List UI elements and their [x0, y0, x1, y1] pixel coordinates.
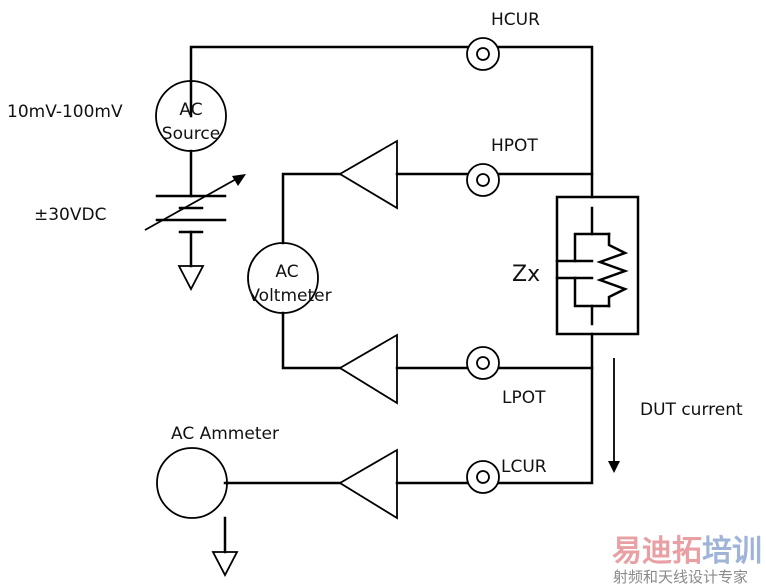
watermark: 易迪拓 培训 射频和天线设计专家	[612, 534, 762, 586]
hpot-buffer-amplifier-icon	[338, 139, 398, 210]
dc-bias-label: ±30VDC	[34, 205, 106, 225]
lcur-label: LCUR	[501, 457, 547, 477]
ground-icon	[177, 265, 205, 291]
source-range-label: 10mV-100mV	[7, 102, 123, 122]
hcur-connector-icon	[466, 37, 500, 71]
lpot-label: LPOT	[502, 388, 546, 408]
watermark-tagline: 射频和天线设计专家	[613, 568, 748, 586]
lpot-connector-icon	[466, 346, 500, 380]
dut-box	[555, 195, 640, 336]
watermark-brand-blue: 培训	[702, 534, 762, 569]
lpot-buffer-amplifier-icon	[338, 333, 398, 405]
variable-arrow-icon	[232, 174, 246, 186]
ac-ammeter	[156, 447, 239, 577]
dc-bias-battery-icon	[144, 149, 246, 268]
dut-current-label: DUT current	[640, 400, 743, 420]
lcur-line	[225, 332, 594, 520]
lcur-connector-icon	[466, 460, 500, 494]
resistor-icon	[596, 232, 629, 308]
watermark-brand-red: 易迪拓	[612, 534, 702, 569]
dut-zx	[555, 195, 640, 336]
ac-voltmeter-label-2: Voltmeter	[248, 286, 331, 306]
ac-ammeter-label: AC Ammeter	[171, 424, 279, 444]
hpot-connector-icon	[466, 163, 500, 197]
ac-source-label-2: Source	[162, 124, 220, 144]
dut-label: Zx	[512, 262, 540, 287]
ammeter-ground-icon	[211, 551, 239, 577]
hpot-line	[281, 139, 594, 245]
ac-source: AC Source	[155, 79, 227, 152]
hcur-line	[189, 45, 594, 199]
ac-voltmeter-label-1: AC	[275, 262, 298, 282]
hpot-label: HPOT	[491, 136, 538, 156]
dut-current-arrow-icon	[608, 358, 620, 473]
ac-source-label-1: AC	[179, 100, 202, 120]
lcur-amplifier-icon	[338, 448, 398, 520]
ac-ammeter-circle-icon	[156, 447, 228, 519]
ac-voltmeter: AC Voltmeter	[247, 242, 332, 314]
hcur-label: HCUR	[491, 10, 540, 30]
lpot-line	[281, 311, 594, 405]
